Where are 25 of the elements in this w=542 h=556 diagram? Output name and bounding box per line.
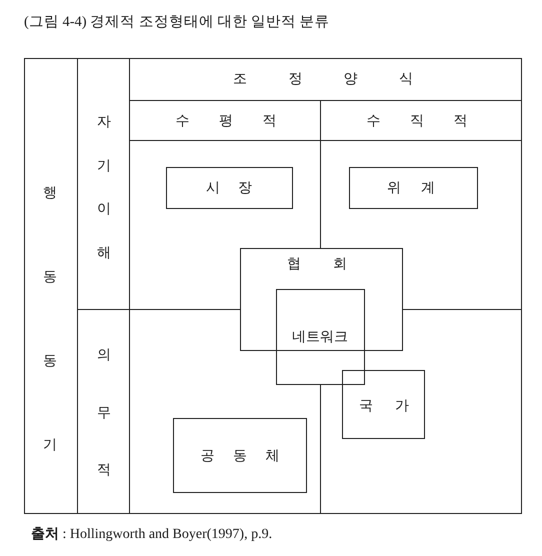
category-box (349, 167, 478, 209)
row-header: 무 (97, 404, 111, 420)
row-header: 행 (43, 185, 57, 201)
box-label: 협 회 (286, 256, 348, 272)
column-header: 수 직 적 (366, 113, 468, 129)
box-label: 위 계 (386, 180, 436, 196)
column-header: 수 평 적 (176, 113, 276, 129)
box-label: 공 동 체 (200, 448, 280, 464)
figure-title: (그림 4-4) 경제적 조정형태에 대한 일반적 분류 (24, 13, 330, 31)
row-header: 적 (97, 462, 111, 478)
row-header: 기 (43, 437, 57, 453)
row-header: 자기이해 (97, 114, 111, 261)
category-box (173, 418, 307, 493)
category-box (166, 167, 293, 209)
category-box (342, 370, 425, 439)
box-label: 시 장 (206, 180, 252, 196)
row-header: 동 (43, 269, 57, 285)
source-note: 출처 : Hollingworth and Boyer(1997), p.9. (31, 526, 272, 544)
category-box (240, 248, 403, 351)
row-header: 동 (43, 353, 57, 369)
table-header: 조 정 양 식 (232, 71, 414, 87)
category-box (276, 289, 365, 385)
box-label: 네트워크 (292, 329, 348, 345)
row-header: 의 (97, 347, 111, 363)
box-label: 국 가 (358, 398, 410, 414)
